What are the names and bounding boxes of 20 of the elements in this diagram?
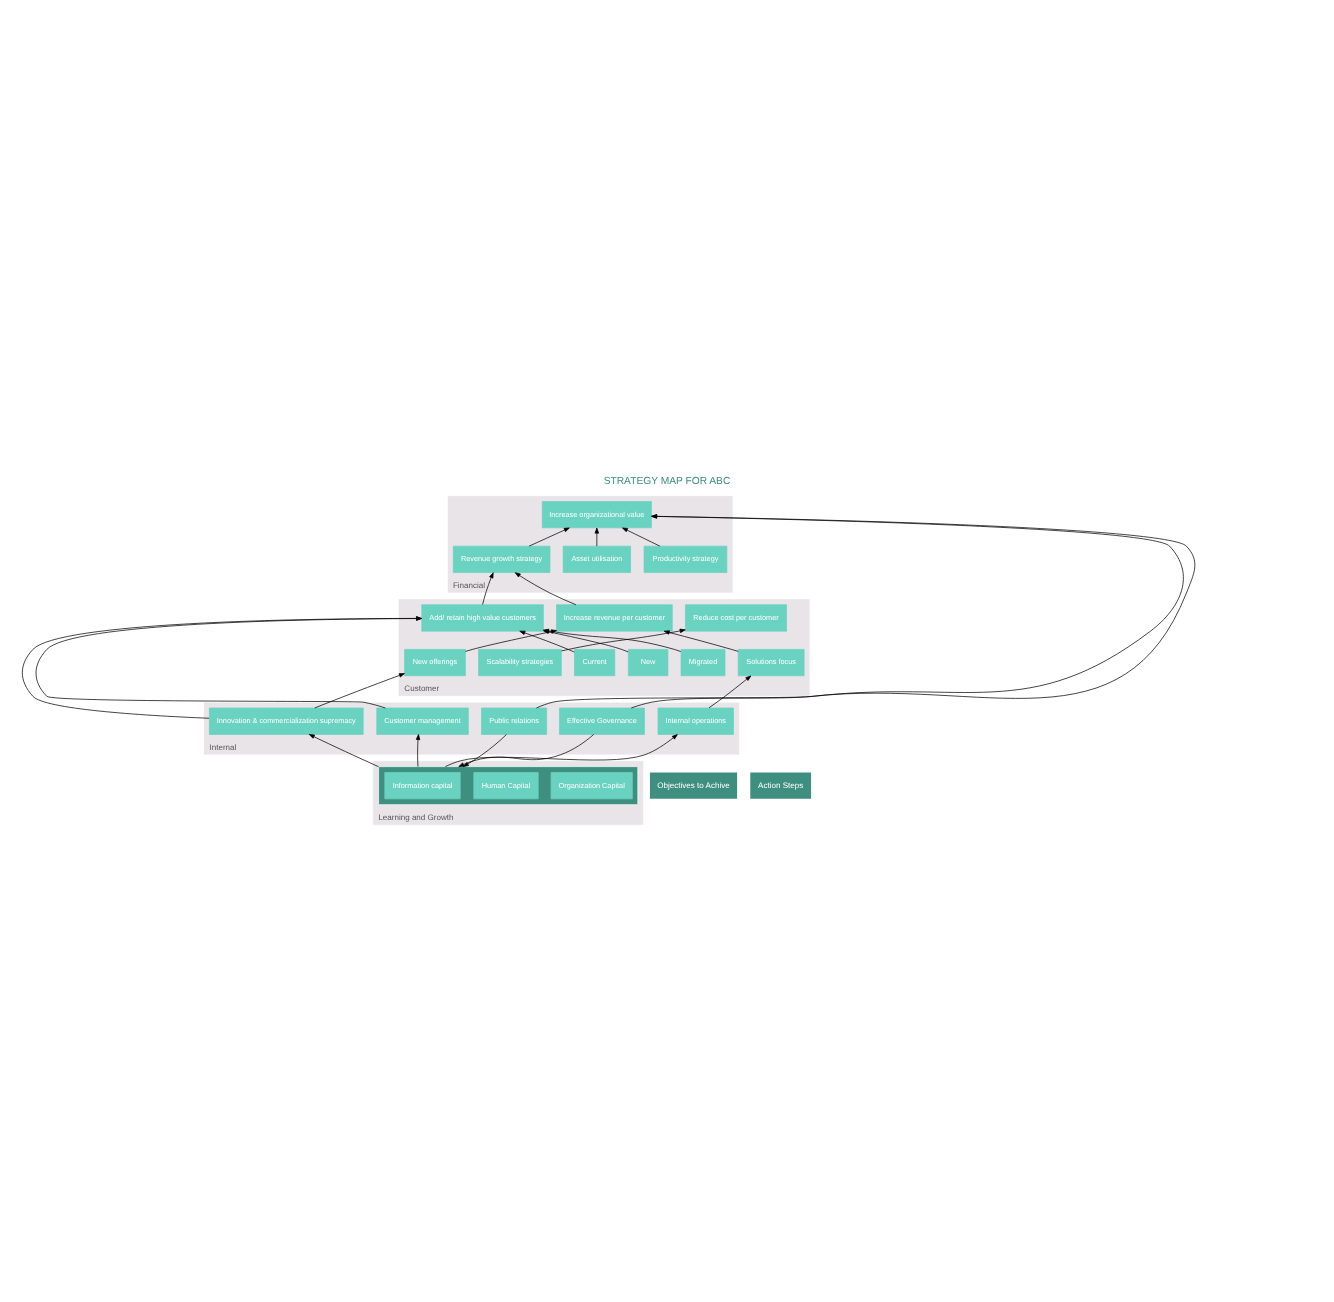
arrow [543,627,682,651]
arrow [514,571,577,605]
arrow [528,526,570,546]
arrow [462,733,507,766]
arrow [308,733,379,767]
arrow [314,672,405,708]
arrow [630,513,1184,708]
arrow [482,571,494,604]
arrow [594,526,599,546]
arrow [622,526,661,546]
arrow [543,628,629,652]
arrow [458,733,595,766]
arrow [519,629,575,652]
arrow [708,674,752,708]
arrow [445,733,678,766]
arrow [536,513,1196,708]
arrow [415,733,421,766]
arrow [663,629,739,651]
cluster [378,765,639,805]
arrow [561,627,686,651]
